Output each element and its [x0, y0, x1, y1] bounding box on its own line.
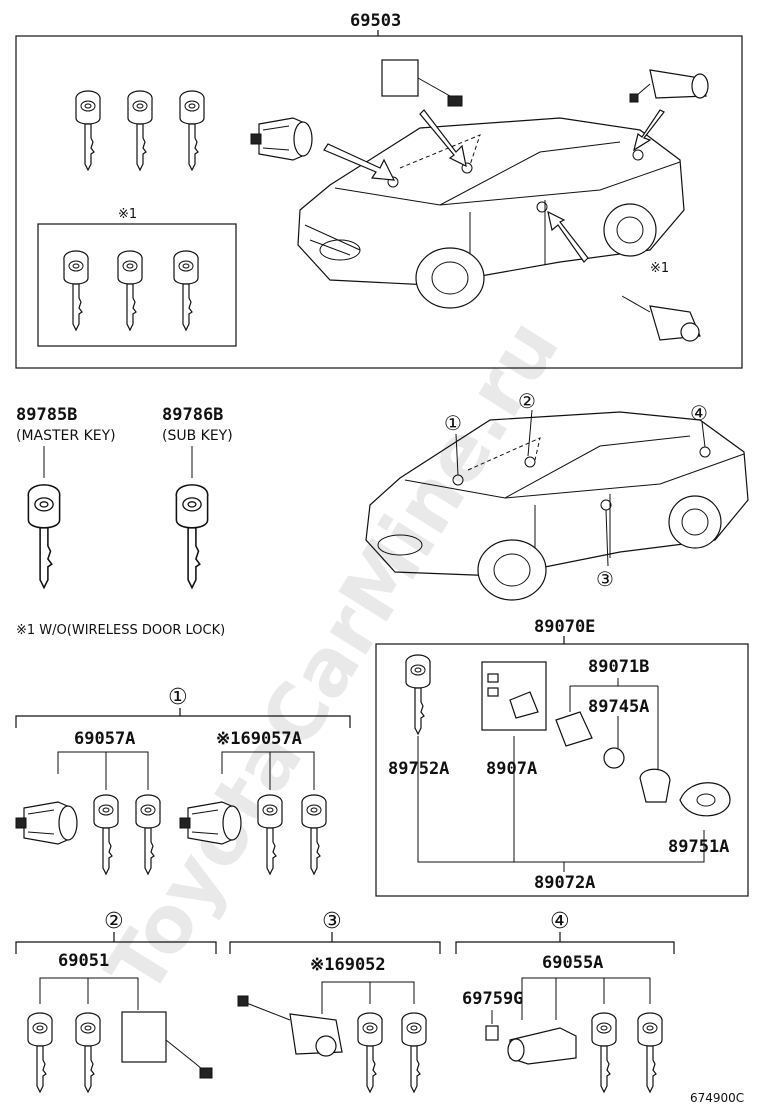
section3-label: ※169052: [310, 955, 386, 975]
section2-marker: ②: [104, 909, 124, 934]
master-key-desc: (MASTER KEY): [16, 428, 116, 444]
section2-keys: [27, 1012, 101, 1093]
transmitter-group-frame: [375, 643, 749, 897]
sub-key-desc: (SUB KEY): [162, 428, 233, 444]
transmitter-key: [405, 654, 431, 735]
luggage-cylinder: [629, 69, 709, 103]
door-cylinder-top: [250, 117, 313, 161]
part-89751A: 89751A: [668, 837, 729, 857]
master-key-icon: [27, 484, 61, 589]
section2-ignition: [121, 1011, 213, 1079]
battery: [603, 747, 625, 769]
section4-keys: [591, 1012, 663, 1093]
diagram-code: 674900C: [690, 1091, 744, 1105]
part-89752A: 89752A: [388, 759, 449, 779]
transmitter-housing: [679, 782, 731, 817]
transmitter-case: [639, 768, 671, 803]
note-key-frame: [37, 223, 237, 347]
section3-cylinder: [237, 995, 343, 1057]
transmitter-board: [481, 661, 547, 731]
top-note-mark-2: ※1: [650, 261, 669, 276]
section1-left-label: 69057A: [74, 729, 135, 749]
door-cylinder-note: [621, 295, 701, 342]
master-key-part-no: 89785B: [16, 405, 77, 425]
section4-sub-label: 69759G: [462, 989, 523, 1009]
section3-marker: ③: [322, 909, 342, 934]
footnote-text: ※1 W/O(WIRELESS DOOR LOCK): [16, 623, 225, 638]
part-8907A: 8907A: [486, 759, 537, 779]
car-callout-1: ①: [444, 411, 462, 435]
transmitter-cover: [555, 711, 593, 747]
car-callout-3: ③: [596, 567, 614, 591]
top-group-frame: [15, 35, 743, 369]
section4-luggage-cylinder: [507, 1027, 577, 1065]
section1-right-label: ※169057A: [216, 729, 302, 749]
part-89745A: 89745A: [588, 697, 649, 717]
part-89071B: 89071B: [588, 657, 649, 677]
section3-keys: [357, 1012, 427, 1093]
section1-cylinder-left: [15, 801, 78, 845]
car-callout-2: ②: [518, 389, 536, 413]
part-89072A: 89072A: [534, 873, 595, 893]
sub-key-icon: [175, 484, 209, 589]
section2-label: 69051: [58, 951, 109, 971]
section4-marker: ④: [550, 909, 570, 934]
top-keys: [75, 90, 205, 171]
transmitter-group-label: 89070E: [534, 617, 595, 637]
section4-label: 69055A: [542, 953, 603, 973]
section1-cylinder-right: [179, 801, 242, 845]
ignition-cylinder: [381, 59, 463, 107]
sub-key-part-no: 89786B: [162, 405, 223, 425]
section4-clip: [485, 1025, 499, 1041]
section1-marker: ①: [168, 685, 188, 710]
middle-car-illustration: [365, 409, 749, 601]
section1-keys-left: [93, 794, 161, 875]
top-car-illustration: [297, 109, 685, 309]
note-keys: [63, 250, 199, 331]
top-note-mark: ※1: [118, 207, 137, 222]
car-callout-4: ④: [690, 401, 708, 425]
top-group-label: 69503: [350, 11, 401, 31]
